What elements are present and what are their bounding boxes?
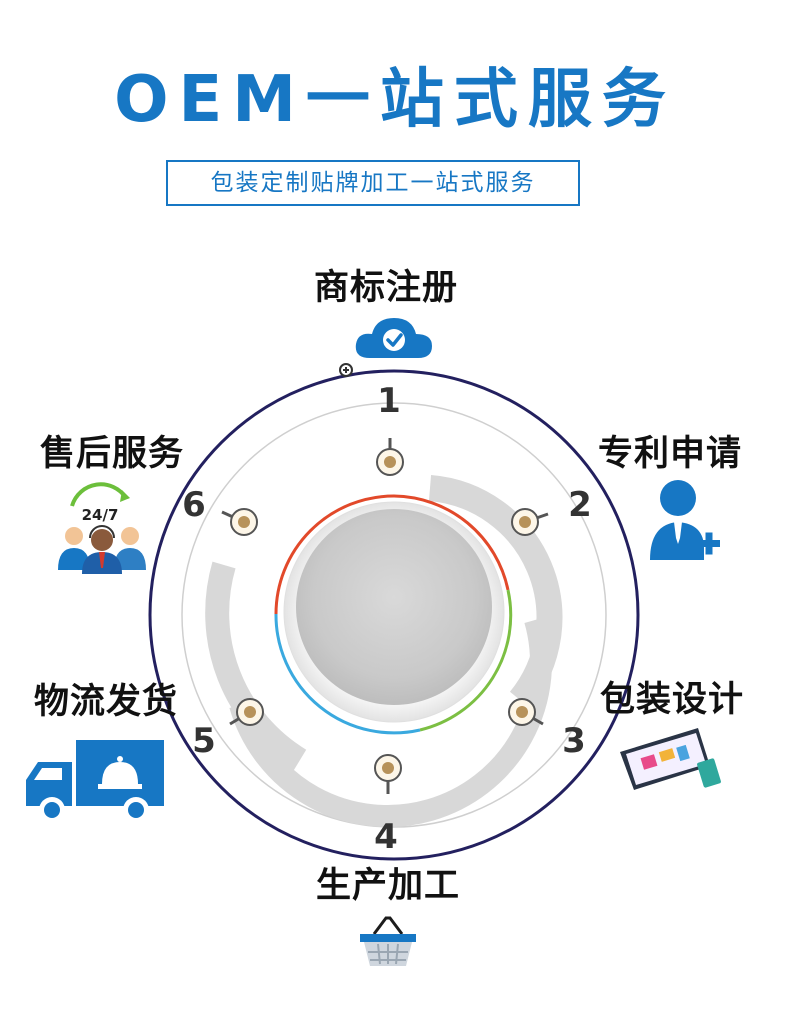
arc-red [274,494,510,615]
step-4-label: 生产加工 [316,866,461,906]
page-title: OEM一站式服务 [114,63,676,137]
knob-4 [374,754,402,794]
step-6-label: 售后服务 [40,434,185,474]
arc-green [419,589,513,732]
knob-5 [229,698,264,726]
gray-track-left [205,561,307,771]
knob-1 [376,438,404,476]
wheel-number-1: 1 [377,381,401,421]
person-add-icon [650,480,720,560]
wheel-number-5: 5 [192,721,216,761]
knob-3 [508,698,544,726]
monitor-design-icon [620,728,721,790]
arc-blue [274,613,421,735]
step-3-label: 包装设计 [600,680,745,720]
basket-icon [360,916,416,966]
support-icon-text: 24/7 [82,506,119,524]
inner-ring [181,402,607,828]
cloud-check-icon [355,318,432,358]
wheel-number-4: 4 [374,817,398,857]
outer-ring [148,369,640,861]
step-5-label: 物流发货 [34,682,179,722]
wheel-number-6: 6 [182,485,206,525]
knob-6 [221,508,258,536]
page-subtitle: 包装定制贴牌加工一站式服务 [210,170,536,196]
step-2-label: 专利申请 [598,434,743,474]
hub-inner [296,509,492,705]
delivery-truck-icon [26,740,164,823]
gray-track-bottom [229,616,552,827]
wheel-number-2: 2 [568,485,592,525]
wheel-number-3: 3 [562,721,586,761]
subtitle-box: 包装定制贴牌加工一站式服务 [166,160,580,206]
support-team-icon: 24/7 [58,482,146,574]
knob-2 [511,508,549,536]
step-1-label: 商标注册 [314,268,459,308]
